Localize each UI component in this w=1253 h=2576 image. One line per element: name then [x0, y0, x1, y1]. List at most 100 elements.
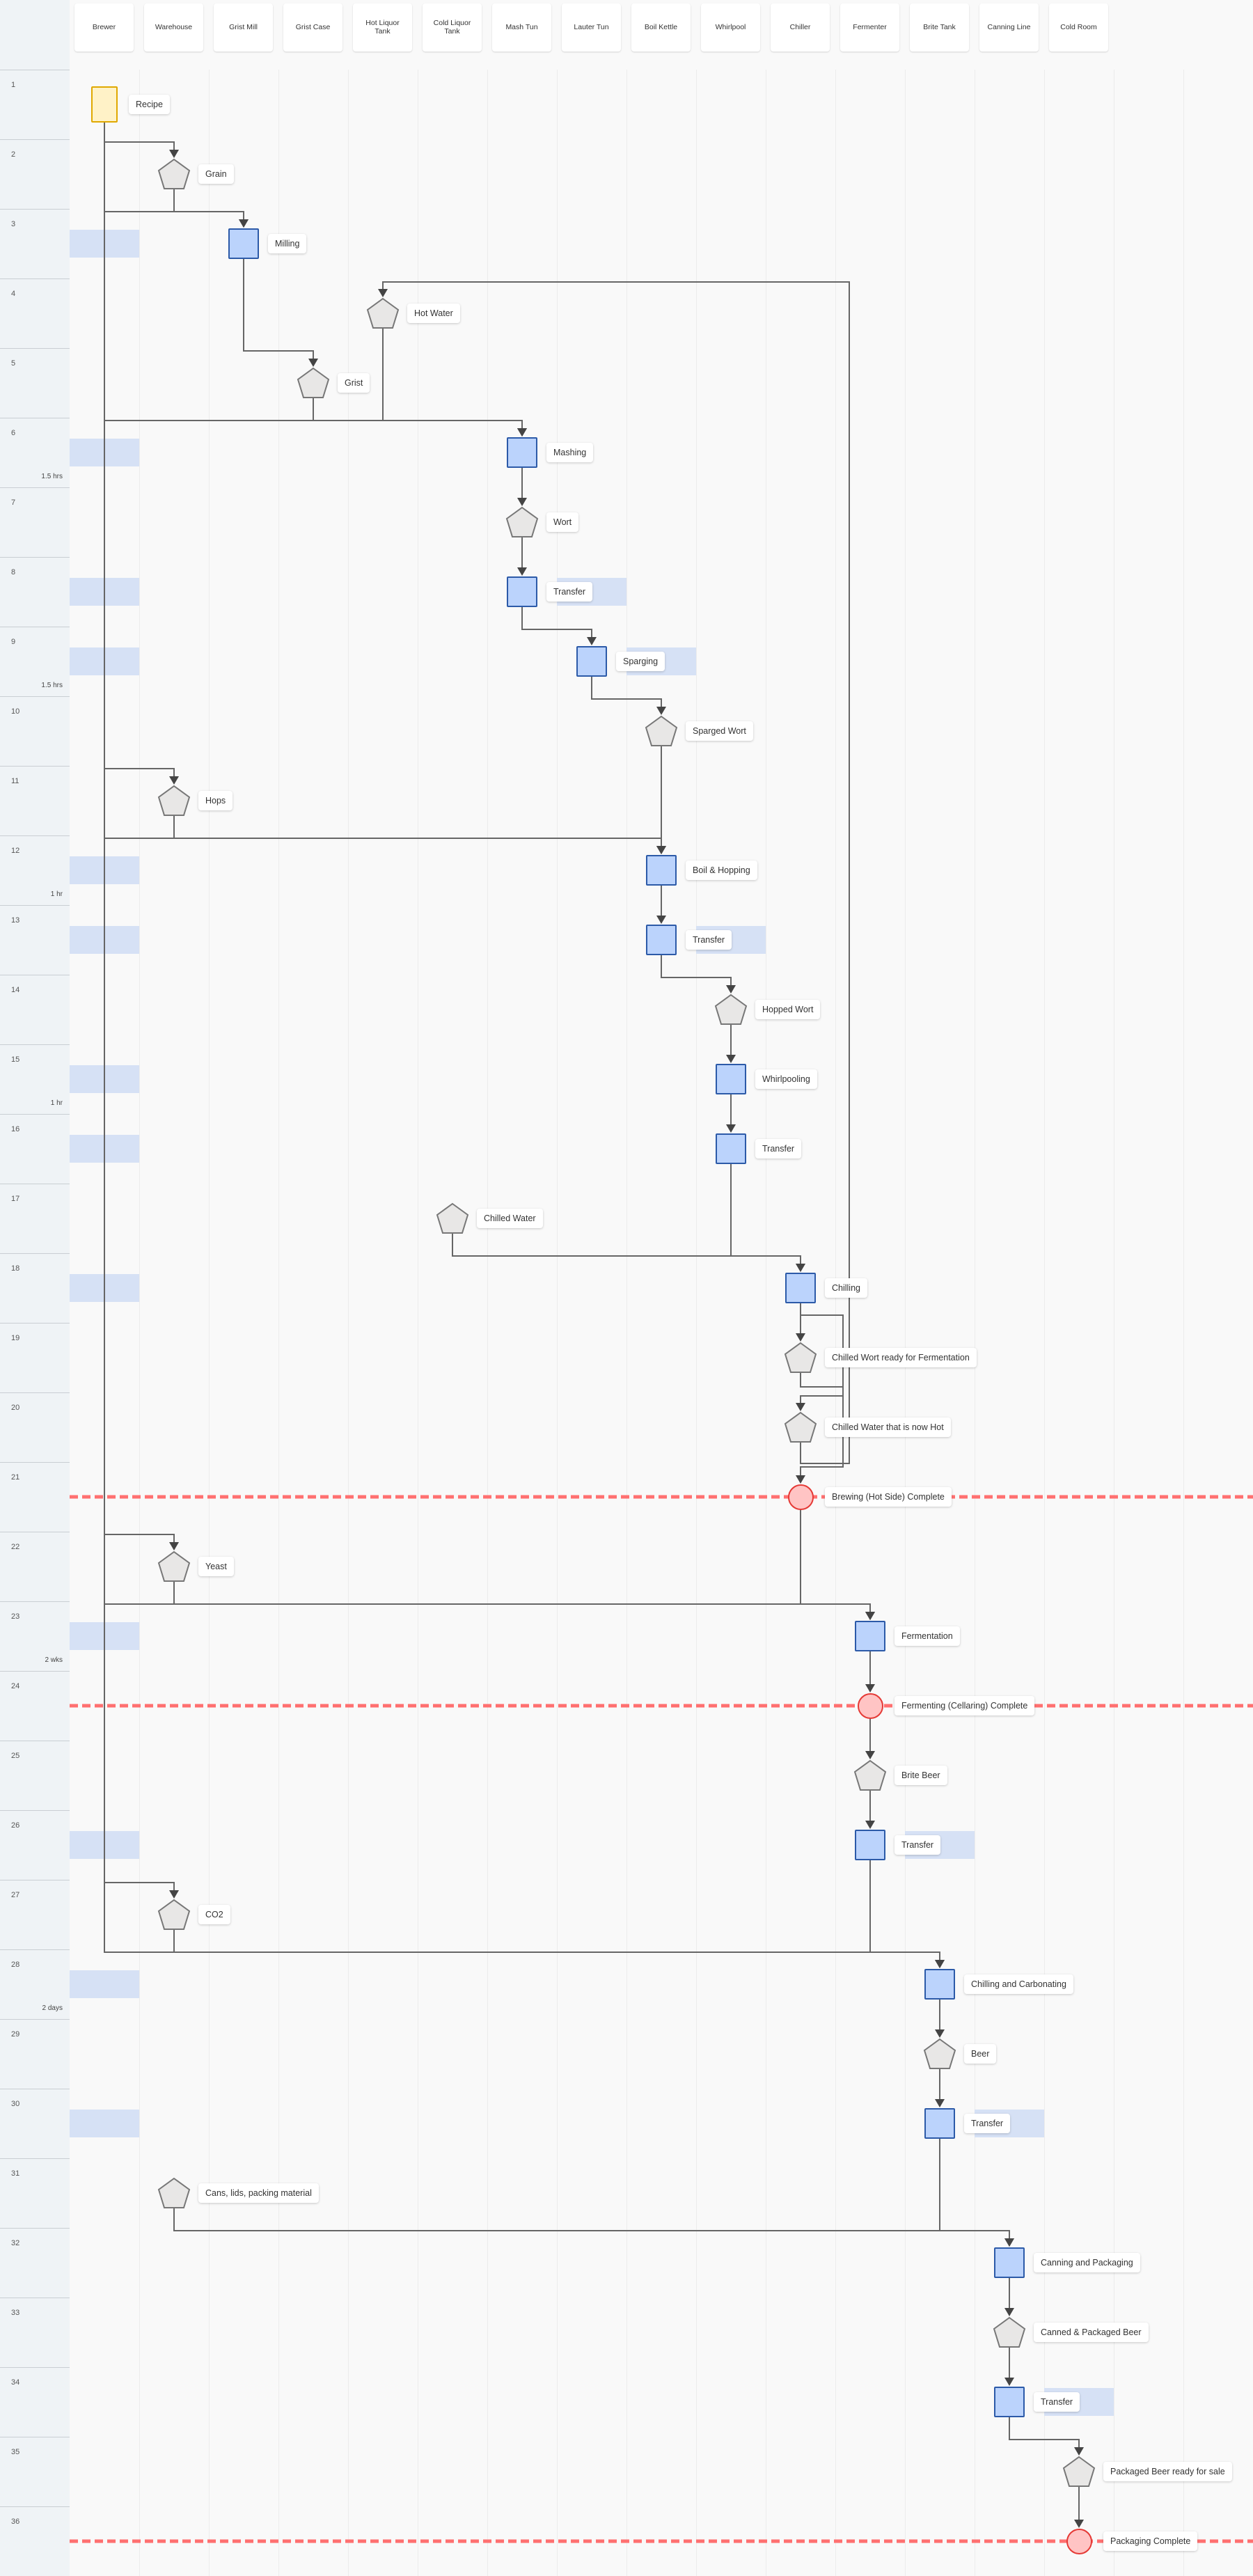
connector-milling-to-grist: [243, 259, 314, 359]
process-node[interactable]: [576, 646, 607, 677]
process-node[interactable]: [924, 1969, 955, 2000]
node-label[interactable]: Chilled Water: [477, 1209, 543, 1228]
lane-header[interactable]: Cold Room: [1049, 3, 1108, 52]
process-node[interactable]: [646, 855, 677, 886]
connector-recipe-to-boil: [104, 123, 662, 847]
row-label: 14: [0, 975, 70, 1044]
input-pentagon-icon[interactable]: [157, 1899, 191, 1931]
lane-header[interactable]: Brewer: [74, 3, 134, 52]
node-label[interactable]: Grain: [198, 164, 234, 184]
node-label[interactable]: Beer: [964, 2044, 997, 2064]
input-pentagon-icon[interactable]: [436, 1202, 469, 1234]
connector-yeast-to-fermentation: [173, 1581, 871, 1612]
input-pentagon-icon[interactable]: [784, 1342, 817, 1374]
input-pentagon-icon[interactable]: [157, 158, 191, 190]
node-label[interactable]: Packaged Beer ready for sale: [1103, 2462, 1232, 2481]
lane-header[interactable]: Boil Kettle: [631, 3, 691, 52]
input-pentagon-icon[interactable]: [714, 994, 748, 1026]
process-node[interactable]: [924, 2108, 955, 2139]
milestone-node[interactable]: [787, 1484, 814, 1510]
input-pentagon-icon[interactable]: [366, 297, 400, 329]
node-label[interactable]: Fermentation: [895, 1626, 960, 1646]
node-label[interactable]: CO2: [198, 1905, 230, 1924]
process-node[interactable]: [994, 2387, 1025, 2417]
node-label[interactable]: Chilled Water that is now Hot: [825, 1417, 951, 1437]
lane-header[interactable]: Grist Mill: [214, 3, 273, 52]
input-pentagon-icon[interactable]: [157, 2177, 191, 2209]
input-pentagon-icon[interactable]: [784, 1411, 817, 1443]
lane-header[interactable]: Brite Tank: [910, 3, 969, 52]
node-label[interactable]: Sparged Wort: [686, 721, 753, 741]
row-label: 31: [0, 2158, 70, 2228]
process-node[interactable]: [716, 1133, 746, 1164]
lane-header[interactable]: Lauter Tun: [562, 3, 621, 52]
lane-header[interactable]: Chiller: [771, 3, 830, 52]
input-pentagon-icon[interactable]: [1062, 2456, 1096, 2488]
node-label[interactable]: Brewing (Hot Side) Complete: [825, 1487, 952, 1507]
lane-header[interactable]: Whirlpool: [701, 3, 760, 52]
node-label[interactable]: Transfer: [964, 2114, 1011, 2133]
arrowhead-icon: [726, 1055, 736, 1063]
node-label[interactable]: Transfer: [1034, 2392, 1080, 2412]
recipe-node[interactable]: [91, 86, 118, 123]
node-label[interactable]: Milling: [268, 234, 307, 253]
node-label[interactable]: Transfer: [895, 1835, 941, 1855]
node-label[interactable]: Hopped Wort: [755, 1000, 821, 1019]
process-node[interactable]: [716, 1064, 746, 1094]
input-pentagon-icon[interactable]: [157, 1550, 191, 1582]
input-pentagon-icon[interactable]: [297, 367, 330, 399]
process-node[interactable]: [507, 576, 537, 607]
node-label[interactable]: Whirlpooling: [755, 1069, 817, 1089]
lane-header[interactable]: Hot Liquor Tank: [353, 3, 412, 52]
process-node[interactable]: [994, 2247, 1025, 2278]
node-label[interactable]: Grist: [338, 373, 370, 393]
lane-header[interactable]: Canning Line: [979, 3, 1039, 52]
node-label[interactable]: Transfer: [546, 582, 593, 602]
node-label[interactable]: Cans, lids, packing material: [198, 2183, 319, 2203]
node-label[interactable]: Hot Water: [407, 304, 460, 323]
process-node[interactable]: [855, 1621, 885, 1651]
node-label[interactable]: Transfer: [686, 930, 732, 950]
input-pentagon-icon[interactable]: [993, 2316, 1026, 2348]
lane-header[interactable]: Fermenter: [840, 3, 899, 52]
arrowhead-icon: [517, 428, 527, 437]
node-label[interactable]: Canning and Packaging: [1034, 2253, 1140, 2272]
node-label[interactable]: Canned & Packaged Beer: [1034, 2323, 1149, 2342]
node-label[interactable]: Fermenting (Cellaring) Complete: [895, 1696, 1035, 1715]
process-node[interactable]: [507, 437, 537, 468]
node-label[interactable]: Chilling: [825, 1278, 867, 1298]
lane-divider: [835, 70, 836, 2576]
node-label[interactable]: Boil & Hopping: [686, 861, 757, 880]
milestone-node[interactable]: [1066, 2528, 1092, 2554]
node-label[interactable]: Hops: [198, 791, 233, 810]
arrowhead-icon: [796, 1333, 805, 1342]
input-pentagon-icon[interactable]: [923, 2038, 956, 2070]
node-label[interactable]: Transfer: [755, 1139, 802, 1159]
node-label[interactable]: Wort: [546, 512, 579, 532]
node-label[interactable]: Packaging Complete: [1103, 2531, 1198, 2551]
row-label: 1: [0, 70, 70, 139]
lane-header-label: Warehouse: [155, 22, 193, 31]
node-label[interactable]: Sparging: [616, 652, 665, 671]
process-node[interactable]: [228, 228, 259, 259]
lane-header[interactable]: Cold Liquor Tank: [423, 3, 482, 52]
node-label[interactable]: Brite Beer: [895, 1766, 947, 1785]
input-pentagon-icon[interactable]: [157, 785, 191, 817]
node-label[interactable]: Yeast: [198, 1557, 234, 1576]
lane-header[interactable]: Warehouse: [144, 3, 203, 52]
process-node[interactable]: [855, 1830, 885, 1860]
input-pentagon-icon[interactable]: [505, 506, 539, 538]
process-node[interactable]: [785, 1273, 816, 1303]
input-pentagon-icon[interactable]: [645, 715, 678, 747]
node-label[interactable]: Chilling and Carbonating: [964, 1974, 1073, 1994]
input-pentagon-icon[interactable]: [853, 1759, 887, 1791]
node-label[interactable]: Chilled Wort ready for Fermentation: [825, 1348, 977, 1367]
node-label[interactable]: Mashing: [546, 443, 594, 462]
process-node[interactable]: [646, 925, 677, 955]
milestone-node[interactable]: [857, 1693, 883, 1719]
node-label[interactable]: Recipe: [129, 95, 170, 114]
lane-header[interactable]: Grist Case: [283, 3, 342, 52]
lane-header[interactable]: Mash Tun: [492, 3, 551, 52]
